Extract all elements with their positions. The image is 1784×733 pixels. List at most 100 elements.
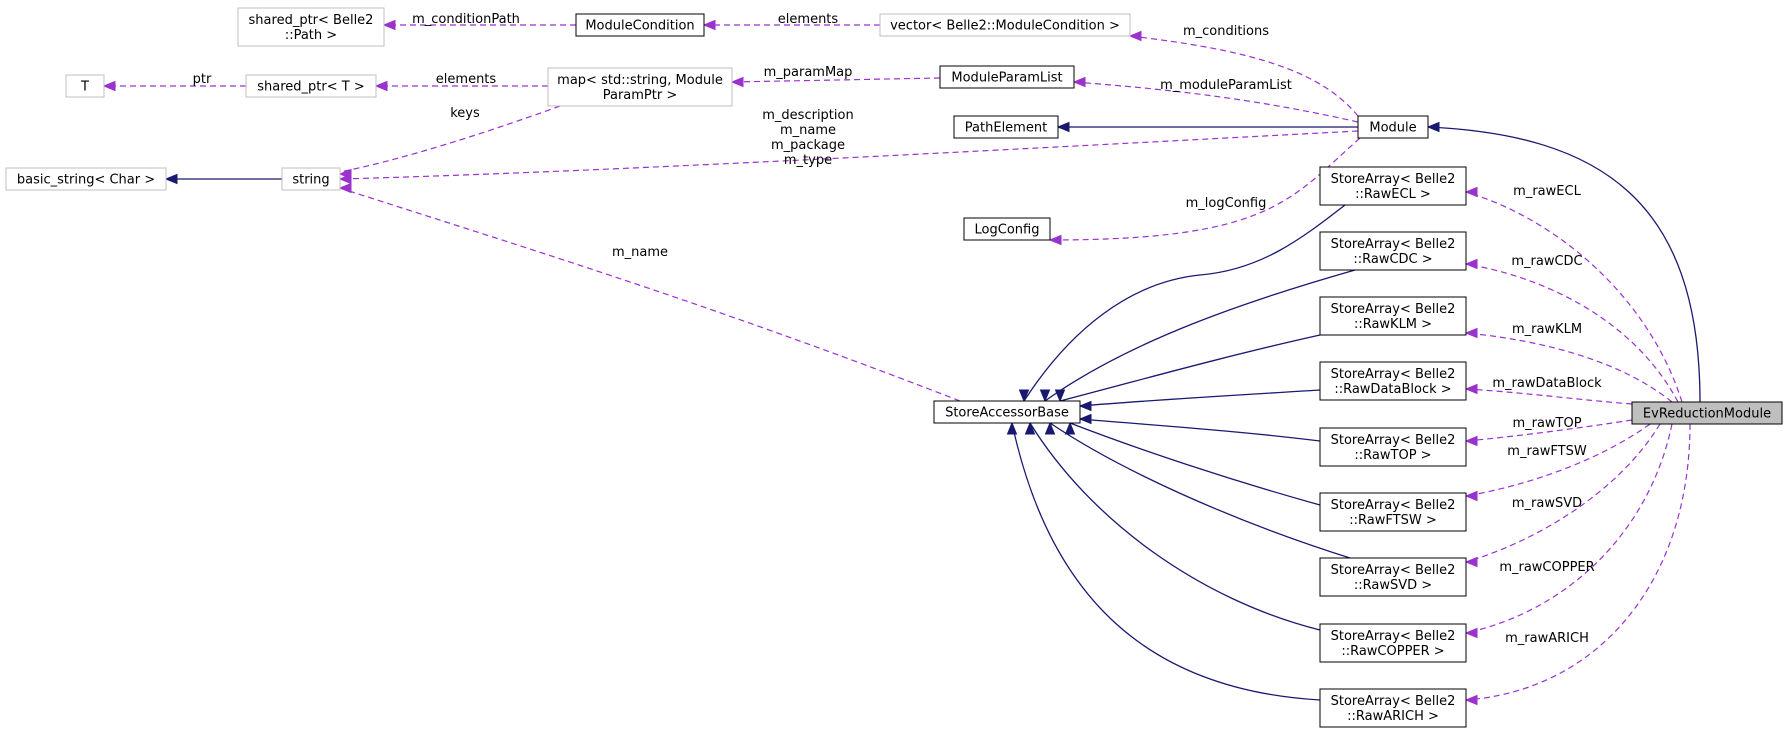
edge-label-raw-arich: m_rawARICH	[1505, 631, 1589, 646]
edge-line-raw-copper	[1465, 423, 1673, 634]
node-label: StoreAccessorBase	[945, 406, 1069, 421]
edge-module-inh	[1426, 121, 1701, 403]
edge-label-line: m_logConfig	[1186, 196, 1267, 211]
edge-arrowhead-module-param-list	[1072, 76, 1086, 88]
node-label: Module	[1369, 121, 1416, 136]
node-label: vector< Belle2::ModuleCondition >	[890, 19, 1120, 34]
edge-sab-klm	[1054, 334, 1321, 403]
edge-line-sab-ftsw	[1069, 422, 1321, 506]
node-shared-ptr-path[interactable]: shared_ptr< Belle2::Path >	[237, 7, 385, 47]
edge-arrowhead-sab-arich	[1006, 421, 1018, 435]
node-label: PathElement	[965, 121, 1047, 136]
edge-line-raw-datablock	[1465, 388, 1633, 405]
node-label: ::RawDataBlock >	[1334, 382, 1451, 397]
node-label: ::Path >	[285, 28, 337, 43]
edge-line-param-map	[731, 77, 941, 83]
nodes-layer: shared_ptr< Belle2::Path > ModuleConditio…	[5, 7, 1783, 728]
edge-line-sab-svd	[1049, 422, 1351, 559]
edge-line-name	[339, 187, 961, 402]
edge-arrowhead-raw-copper	[1464, 627, 1478, 639]
node-raw-copper[interactable]: StoreArray< Belle2::RawCOPPER >	[1319, 623, 1467, 663]
node-raw-datablock[interactable]: StoreArray< Belle2::RawDataBlock >	[1319, 361, 1467, 401]
edge-line-sab-cdc	[1044, 269, 1356, 402]
edge-label-elements-map: elements	[436, 72, 497, 87]
edge-sab-ftsw	[1064, 421, 1321, 506]
node-raw-arich[interactable]: StoreArray< Belle2::RawARICH >	[1319, 688, 1467, 728]
edge-line-raw-top	[1465, 419, 1633, 442]
edge-label-raw-copper: m_rawCOPPER	[1499, 560, 1594, 575]
node-raw-ecl[interactable]: StoreArray< Belle2::RawECL >	[1319, 166, 1467, 206]
edge-arrowhead-condition-path	[382, 19, 396, 31]
node-label: basic_string< Char >	[17, 173, 155, 188]
node-module-param-list[interactable]: ModuleParamList	[939, 65, 1075, 89]
node-box	[933, 400, 1081, 424]
node-basic-string[interactable]: basic_string< Char >	[5, 167, 167, 191]
edge-sab-cdc	[1039, 269, 1356, 403]
edge-label-line: m_conditionPath	[412, 12, 520, 27]
node-label: StoreArray< Belle2	[1331, 302, 1456, 317]
node-raw-ftsw[interactable]: StoreArray< Belle2::RawFTSW >	[1319, 492, 1467, 532]
edge-line-sab-top	[1079, 418, 1321, 442]
edge-arrowhead-raw-top	[1464, 435, 1478, 447]
node-store-accessor-base[interactable]: StoreAccessorBase	[933, 400, 1081, 424]
node-t[interactable]: T	[65, 74, 105, 98]
edge-label-conditions: m_conditions	[1183, 24, 1269, 39]
edge-ptr	[102, 80, 246, 92]
edge-arrowhead-sab-top	[1078, 413, 1092, 425]
node-path-element[interactable]: PathElement	[953, 115, 1059, 139]
edge-label-condition-path: m_conditionPath	[412, 12, 520, 27]
edge-arrowhead-param-map	[730, 76, 744, 88]
node-label: StoreArray< Belle2	[1331, 563, 1456, 578]
edge-arrowhead-conditions	[1128, 30, 1142, 42]
node-box	[1319, 623, 1467, 663]
edge-line-sab-arich	[1011, 422, 1321, 701]
node-raw-cdc[interactable]: StoreArray< Belle2::RawCDC >	[1319, 231, 1467, 271]
edges-layer	[102, 19, 1701, 706]
edge-arrowhead-sab-cdc	[1039, 389, 1051, 403]
node-string[interactable]: string	[281, 167, 341, 191]
node-raw-top[interactable]: StoreArray< Belle2::RawTOP >	[1319, 427, 1467, 467]
node-module[interactable]: Module	[1357, 115, 1429, 139]
edge-label-line: m_rawFTSW	[1507, 444, 1587, 459]
edge-arrowhead-raw-ftsw	[1464, 490, 1478, 502]
edge-arrowhead-raw-datablock	[1464, 383, 1478, 395]
edge-label-line: m_moduleParamList	[1160, 78, 1292, 93]
edge-line-log-config	[1049, 137, 1361, 241]
node-label: map< std::string, Module	[557, 73, 723, 88]
node-raw-svd[interactable]: StoreArray< Belle2::RawSVD >	[1319, 557, 1467, 597]
node-label: StoreArray< Belle2	[1331, 498, 1456, 513]
node-label: StoreArray< Belle2	[1331, 172, 1456, 187]
edge-line-module-strings	[339, 130, 1359, 180]
node-label: T	[80, 80, 89, 95]
node-ev-reduction-module[interactable]: EvReductionModule	[1631, 401, 1783, 425]
edge-raw-copper	[1464, 423, 1673, 639]
edge-label-line: m_name	[780, 123, 836, 138]
node-raw-klm[interactable]: StoreArray< Belle2::RawKLM >	[1319, 296, 1467, 336]
edge-line-raw-ecl	[1465, 191, 1683, 403]
node-module-condition[interactable]: ModuleCondition	[575, 13, 705, 37]
edge-label-line: m_package	[771, 138, 845, 153]
node-shared-ptr-t[interactable]: shared_ptr< T >	[245, 74, 377, 98]
edge-sab-datablock	[1078, 389, 1321, 412]
node-label: shared_ptr< Belle2	[249, 13, 374, 28]
edge-label-line: elements	[436, 72, 497, 87]
node-label: StoreArray< Belle2	[1331, 367, 1456, 382]
edge-label-raw-cdc: m_rawCDC	[1511, 254, 1582, 269]
edge-log-config	[1048, 137, 1361, 246]
edge-label-module-param-list: m_moduleParamList	[1160, 78, 1292, 93]
node-log-config[interactable]: LogConfig	[963, 217, 1051, 241]
edge-label-line: m_rawARICH	[1505, 631, 1589, 646]
edge-sab-copper	[1024, 421, 1321, 631]
edge-label-line: m_conditions	[1183, 24, 1269, 39]
edge-label-raw-ftsw: m_rawFTSW	[1507, 444, 1587, 459]
edge-label-line: elements	[778, 12, 839, 27]
edge-arrowhead-sab-klm	[1054, 389, 1066, 403]
edge-arrowhead-raw-cdc	[1464, 258, 1478, 270]
edge-raw-ecl	[1464, 186, 1683, 403]
edge-label-raw-datablock: m_rawDataBlock	[1492, 376, 1602, 391]
node-vector-module-condition[interactable]: vector< Belle2::ModuleCondition >	[879, 13, 1131, 37]
edge-label-name: m_name	[612, 245, 668, 260]
node-box	[237, 7, 385, 47]
